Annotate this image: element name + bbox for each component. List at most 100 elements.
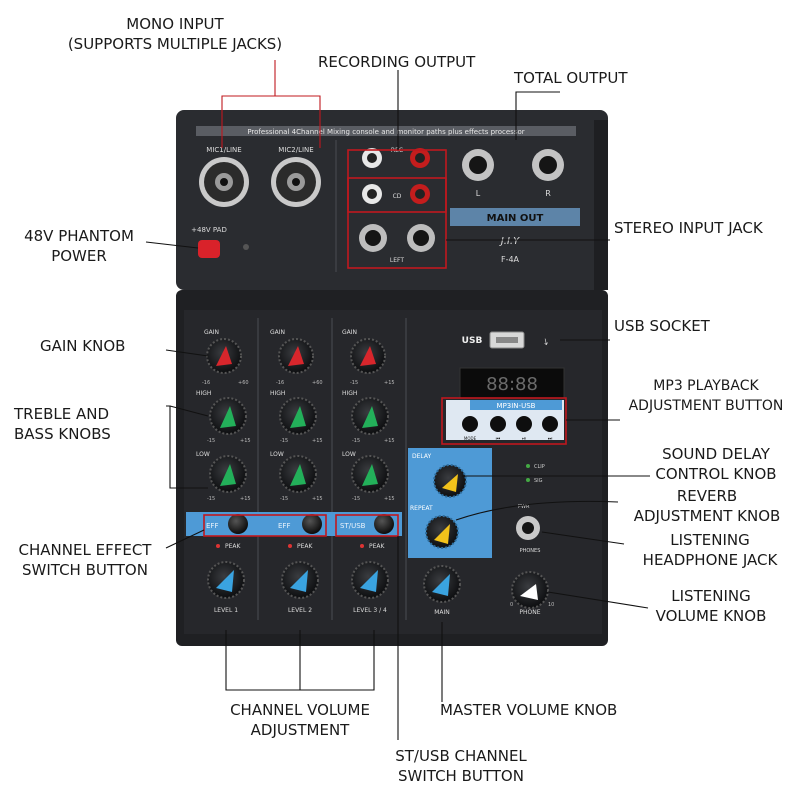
- ch2-low-min: -15: [280, 496, 288, 502]
- ch1-level-label: LEVEL 1: [214, 607, 238, 614]
- ch1-eff-button[interactable]: [228, 514, 248, 534]
- stereo-jack-left[interactable]: [359, 224, 387, 252]
- callout-chvol-line2: ADJUSTMENT: [250, 721, 350, 739]
- brand-label: J.I.Y: [499, 236, 520, 247]
- ch2-low-label: LOW: [270, 451, 284, 458]
- ch1-high-max: +15: [240, 438, 251, 444]
- ch3-high-label: HIGH: [342, 390, 357, 397]
- phone-vol-max: 10: [548, 602, 554, 608]
- ch2-low-knob[interactable]: [279, 455, 317, 493]
- rec-rca-right[interactable]: [410, 148, 430, 168]
- stereo-jack-right[interactable]: [407, 224, 435, 252]
- callout-treble-line1: TREBLE AND: [14, 405, 109, 423]
- callout-sound-delay: SOUND DELAY CONTROL KNOB: [648, 444, 784, 484]
- mp3-display-digits: 88:88: [486, 374, 538, 395]
- ch3-gain-knob[interactable]: [350, 338, 386, 374]
- mic1-label: MIC1/LINE: [206, 146, 241, 154]
- ch2-eff-button[interactable]: [302, 514, 322, 534]
- main-out-l: L: [476, 189, 481, 198]
- ch1-high-knob[interactable]: [209, 397, 247, 435]
- ch2-peak-led: [288, 544, 292, 548]
- ch3-stusb-label: ST/USB: [340, 522, 366, 530]
- ch3-high-knob[interactable]: [351, 397, 389, 435]
- model-label: F-4A: [501, 255, 520, 264]
- clip-label: CLIP: [534, 464, 545, 470]
- reverb-knob[interactable]: [425, 515, 459, 549]
- callout-recording-output: RECORDING OUTPUT: [318, 53, 476, 71]
- ch2-high-knob[interactable]: [279, 397, 317, 435]
- st-usb-switch-button[interactable]: [374, 514, 394, 534]
- callout-reverb: REVERB ADJUSTMENT KNOB: [618, 486, 796, 526]
- mp3-play-label: ⏯: [522, 436, 526, 442]
- ch3-level-knob[interactable]: [351, 561, 389, 599]
- ch2-level-label: LEVEL 2: [288, 607, 312, 614]
- main-out-jack-left[interactable]: [462, 149, 494, 181]
- callout-chvol-line1: CHANNEL VOLUME: [230, 701, 370, 719]
- ch2-low-max: +15: [312, 496, 323, 502]
- master-volume-knob[interactable]: [423, 565, 461, 603]
- callout-effect-line2: SWITCH BUTTON: [22, 561, 148, 579]
- ch2-gain-max: +60: [312, 380, 323, 386]
- box-stereo-input: [347, 177, 447, 269]
- callout-mono-input: MONO INPUT (SUPPORTS MULTIPLE JACKS): [40, 14, 310, 54]
- mp3-prev-label: ⏮: [496, 436, 501, 442]
- leader-lines: [145, 60, 650, 740]
- mp3-mode-button[interactable]: [462, 416, 478, 432]
- sig-label: SIG: [534, 478, 543, 484]
- ch1-high-min: -15: [207, 438, 215, 444]
- delay-label: DELAY: [412, 453, 432, 460]
- callout-mono-input-line2: (SUPPORTS MULTIPLE JACKS): [67, 35, 283, 53]
- callout-stereo-input-jack: STEREO INPUT JACK: [614, 219, 763, 237]
- callout-lvol-line1: LISTENING: [671, 587, 751, 605]
- callout-headphone-line1: LISTENING: [670, 531, 750, 549]
- box-eff: [203, 514, 327, 537]
- ch1-level-knob[interactable]: [207, 561, 245, 599]
- mic2-combo-jack[interactable]: [271, 157, 321, 207]
- callout-st-usb-switch: ST/USB CHANNEL SWITCH BUTTON: [376, 746, 546, 786]
- phantom-label: +48V PAD: [191, 226, 227, 234]
- callout-phantom-line1: 48V PHANTOM: [24, 227, 134, 245]
- ch2-peak-label: PEAK: [297, 543, 314, 550]
- ch3-high-max: +15: [384, 438, 395, 444]
- callout-mp3-line2: ADJUSTMENT BUTTON: [628, 398, 784, 414]
- phantom-power-button[interactable]: [198, 240, 220, 258]
- ch3-low-knob[interactable]: [351, 455, 389, 493]
- box-mp3: [441, 397, 567, 445]
- rec-rca-left[interactable]: [362, 148, 382, 168]
- ch1-gain-min: -16: [202, 380, 210, 386]
- mic2-label: MIC2/LINE: [278, 146, 313, 154]
- callout-reverb-line2: ADJUSTMENT KNOB: [633, 507, 781, 525]
- headphone-jack[interactable]: [516, 516, 540, 540]
- callout-delay-line2: CONTROL KNOB: [655, 465, 777, 483]
- top-panel-edge: [594, 120, 608, 290]
- mp3-next-button[interactable]: [542, 416, 558, 432]
- mp3-prev-button[interactable]: [490, 416, 506, 432]
- ch2-level-knob[interactable]: [281, 561, 319, 599]
- mp3-display: [459, 367, 565, 399]
- highlight-boxes: [203, 149, 567, 537]
- ch3-gain-min: -15: [350, 380, 358, 386]
- header-text: Professional 4Channel Mixing console and…: [247, 128, 524, 136]
- ch1-low-knob[interactable]: [209, 455, 247, 493]
- ch1-low-label: LOW: [196, 451, 210, 458]
- ch2-gain-knob[interactable]: [278, 338, 314, 374]
- ch2-eff-label: EFF: [278, 522, 290, 530]
- callout-mp3-playback: MP3 PLAYBACK ADJUSTMENT BUTTON: [616, 376, 796, 416]
- cd-rca-left[interactable]: [362, 184, 382, 204]
- phone-volume-knob[interactable]: [511, 571, 549, 609]
- main-out-jack-right[interactable]: [532, 149, 564, 181]
- mp3-play-button[interactable]: [516, 416, 532, 432]
- main-out-plate: [450, 208, 580, 226]
- repeat-label: REPEAT: [410, 505, 433, 512]
- mp3-mode-label: MODE: [464, 436, 477, 441]
- usb-symbol-icon: ⭏: [544, 334, 548, 348]
- ch1-gain-knob[interactable]: [206, 338, 242, 374]
- callout-usb-socket: USB SOCKET: [614, 317, 710, 335]
- delay-knob[interactable]: [433, 464, 467, 498]
- sig-led: [526, 478, 530, 482]
- callout-headphone-line2: HEADPHONE JACK: [642, 551, 778, 569]
- mic1-combo-jack[interactable]: [199, 157, 249, 207]
- cd-rca-right[interactable]: [410, 184, 430, 204]
- clip-led: [526, 464, 530, 468]
